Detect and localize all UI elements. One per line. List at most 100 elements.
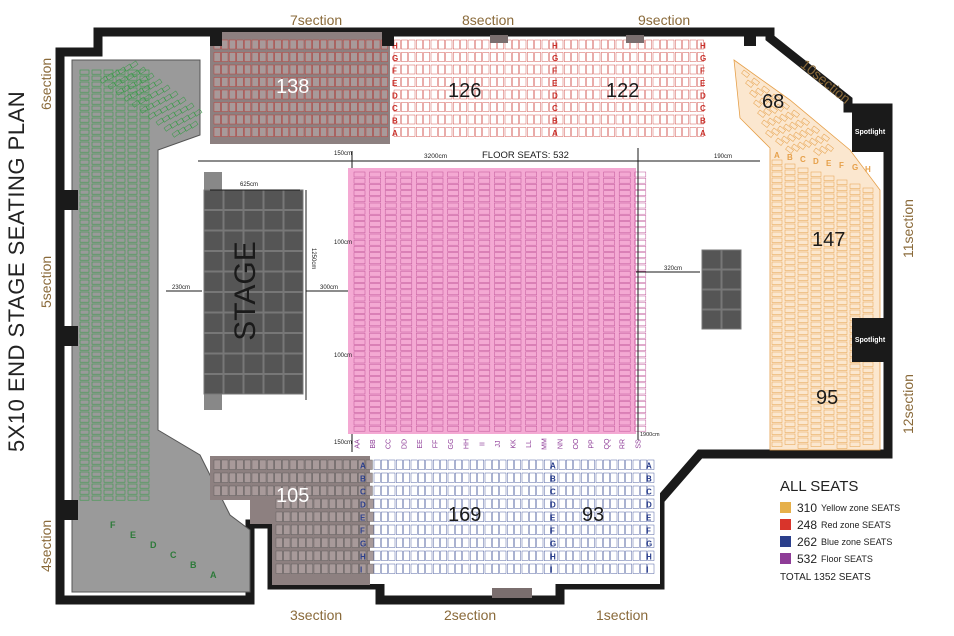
seat-green <box>91 153 102 159</box>
seat-section-3 <box>320 485 327 496</box>
seat-green <box>103 195 114 201</box>
floor-seat <box>478 184 491 190</box>
seat-blue <box>373 485 381 496</box>
floor-row-label: OO <box>573 438 580 449</box>
yellow-row-letter: D <box>813 157 819 166</box>
seat-blue <box>492 537 499 548</box>
seat-green <box>91 75 102 81</box>
seat-red <box>519 39 527 50</box>
red-row-letter: C <box>700 104 706 113</box>
seat-section-7 <box>305 102 312 112</box>
floor-seat <box>618 425 631 432</box>
seat-red <box>697 52 704 62</box>
seat-blue <box>470 537 477 548</box>
seat-red <box>601 39 608 50</box>
seat-red <box>564 39 571 50</box>
legend-row-floor: 532 Floor SEATS <box>780 550 900 567</box>
floor-row-label: DD <box>401 439 408 449</box>
seat-section-7 <box>381 127 388 137</box>
seat-section-3 <box>350 472 358 483</box>
seat-red <box>689 52 697 62</box>
seat-yellow <box>797 299 809 305</box>
seat-blue <box>507 563 514 574</box>
seat-section-7 <box>365 39 373 50</box>
seat-blue <box>566 498 573 509</box>
stage-panel <box>243 353 264 374</box>
seat-yellow <box>810 417 822 423</box>
section-3-label: 3section <box>290 607 343 623</box>
seat-yellow <box>775 103 784 112</box>
floor-seat <box>540 233 553 240</box>
seat-section-7 <box>343 89 350 100</box>
seat-section-3 <box>251 472 259 483</box>
seat-red <box>423 77 431 87</box>
seat-red <box>593 89 601 100</box>
seat-blue <box>551 459 558 470</box>
seat-yellow <box>862 433 874 439</box>
seat-red <box>393 64 401 75</box>
seat-yellow <box>849 309 861 315</box>
seat-green <box>79 387 90 393</box>
seat-yellow <box>755 87 764 96</box>
seat-yellow <box>784 289 796 295</box>
seat-green <box>91 369 102 375</box>
section-7-label: 7section <box>290 12 343 28</box>
seat-red <box>416 39 423 50</box>
stage-panel <box>263 374 284 395</box>
seat-red <box>430 102 438 112</box>
seat-yellow <box>810 255 822 261</box>
floor-seat <box>540 308 553 314</box>
sections-4-5-6-zone <box>71 59 251 593</box>
dim-100-a: 100cm <box>334 240 352 246</box>
seat-green <box>103 471 114 477</box>
floor-seat <box>478 289 491 296</box>
seat-yellow <box>771 237 783 243</box>
dim-625: 625cm <box>240 182 258 188</box>
seat-red <box>438 89 445 100</box>
seat-green <box>91 291 102 297</box>
floor-seat <box>509 382 522 389</box>
seat-red <box>660 114 667 125</box>
floor-seat <box>353 221 366 227</box>
floor-seat <box>494 357 506 364</box>
seat-green <box>103 411 114 417</box>
seat-red <box>652 102 660 112</box>
seat-section-7 <box>297 114 305 125</box>
seat-yellow <box>759 97 768 106</box>
seat-green <box>103 201 114 207</box>
seat-green <box>103 237 114 243</box>
seat-yellow <box>785 111 794 120</box>
seat-section-7 <box>373 102 381 112</box>
seat-section-3 <box>312 485 320 496</box>
seat-yellow <box>797 209 809 215</box>
floor-seat <box>509 301 522 308</box>
seat-yellow <box>797 191 809 197</box>
seat-blue <box>507 485 514 496</box>
seat-blue <box>573 472 581 483</box>
seat-yellow <box>823 205 835 211</box>
floor-seat <box>447 221 459 227</box>
seat-yellow <box>823 421 835 427</box>
seat-green <box>79 255 90 261</box>
legend-row-blue: 262 Blue zone SEATS <box>780 533 900 550</box>
floor-seat <box>462 246 475 252</box>
seat-section-7 <box>358 114 365 125</box>
floor-seat <box>431 332 444 339</box>
seat-section-7 <box>259 114 267 125</box>
seat-green <box>79 129 90 135</box>
floor-seat <box>384 208 397 215</box>
seat-blue <box>618 524 625 535</box>
seat-green <box>103 483 114 489</box>
stage-panel <box>243 292 264 313</box>
seat-blue <box>573 524 581 535</box>
seat-yellow <box>809 137 818 146</box>
seat-blue <box>521 524 529 535</box>
seat-green <box>91 441 102 447</box>
seat-green <box>103 429 114 435</box>
seat-section-3 <box>321 498 329 509</box>
seat-yellow <box>823 229 835 235</box>
seat-yellow <box>836 245 848 251</box>
seat-green <box>115 237 126 243</box>
seat-blue <box>588 498 595 509</box>
seat-yellow <box>771 231 783 237</box>
